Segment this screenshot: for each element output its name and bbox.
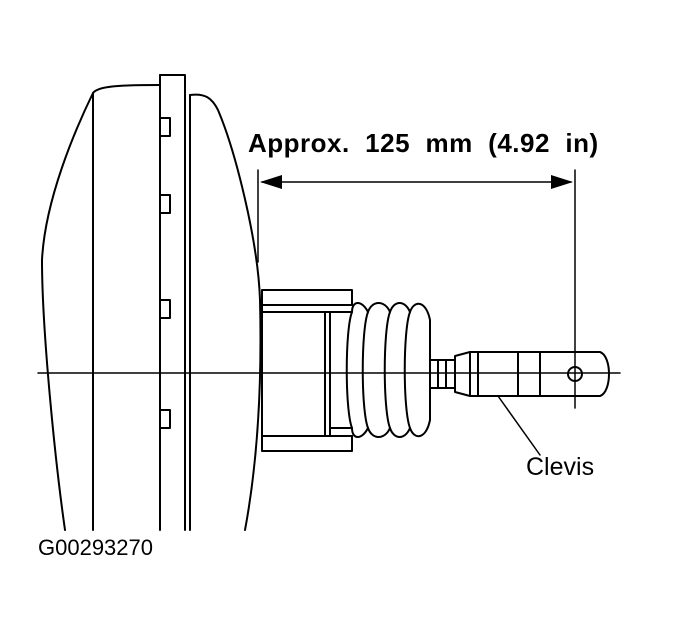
clevis-leader-line bbox=[497, 395, 541, 456]
clevis-label: Clevis bbox=[526, 453, 595, 481]
dimension-arrow-left bbox=[260, 175, 282, 189]
booster-rear-shell bbox=[189, 93, 262, 531]
flange-studs bbox=[159, 117, 171, 429]
figure-id: G00293270 bbox=[38, 535, 153, 560]
push-rod-threads bbox=[429, 359, 456, 389]
clevis-body bbox=[454, 351, 610, 397]
dimension-arrow-right bbox=[551, 175, 573, 189]
booster-shell-outline bbox=[41, 84, 161, 531]
mounting-bolts bbox=[261, 289, 353, 452]
rubber-boot bbox=[329, 302, 431, 438]
dimension-label: Approx. 125 mm (4.92 in) bbox=[248, 128, 599, 158]
booster-flange-front bbox=[159, 74, 186, 531]
rod-housing bbox=[261, 304, 353, 437]
